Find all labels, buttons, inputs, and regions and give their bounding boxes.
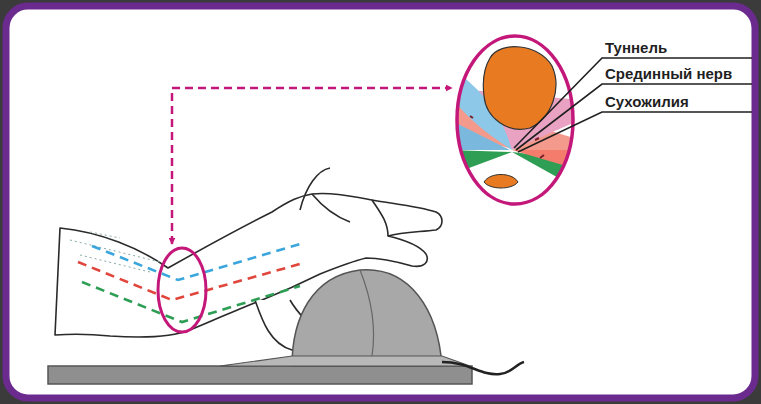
part-label: Срединный нерв	[605, 65, 732, 82]
zoom-arrow	[172, 88, 450, 244]
computer-mouse	[220, 270, 524, 374]
zoom-arrowhead	[172, 100, 173, 244]
cross-section	[450, 30, 590, 210]
part-label: Туннель	[605, 39, 667, 56]
zoom-arrowhead	[440, 88, 452, 89]
wrist-circle	[158, 248, 206, 332]
wrist-lines	[78, 244, 300, 322]
part-label: Сухожилия	[605, 93, 689, 110]
desk-plate	[48, 366, 472, 384]
frame	[6, 6, 755, 398]
leader-lines	[514, 58, 752, 152]
